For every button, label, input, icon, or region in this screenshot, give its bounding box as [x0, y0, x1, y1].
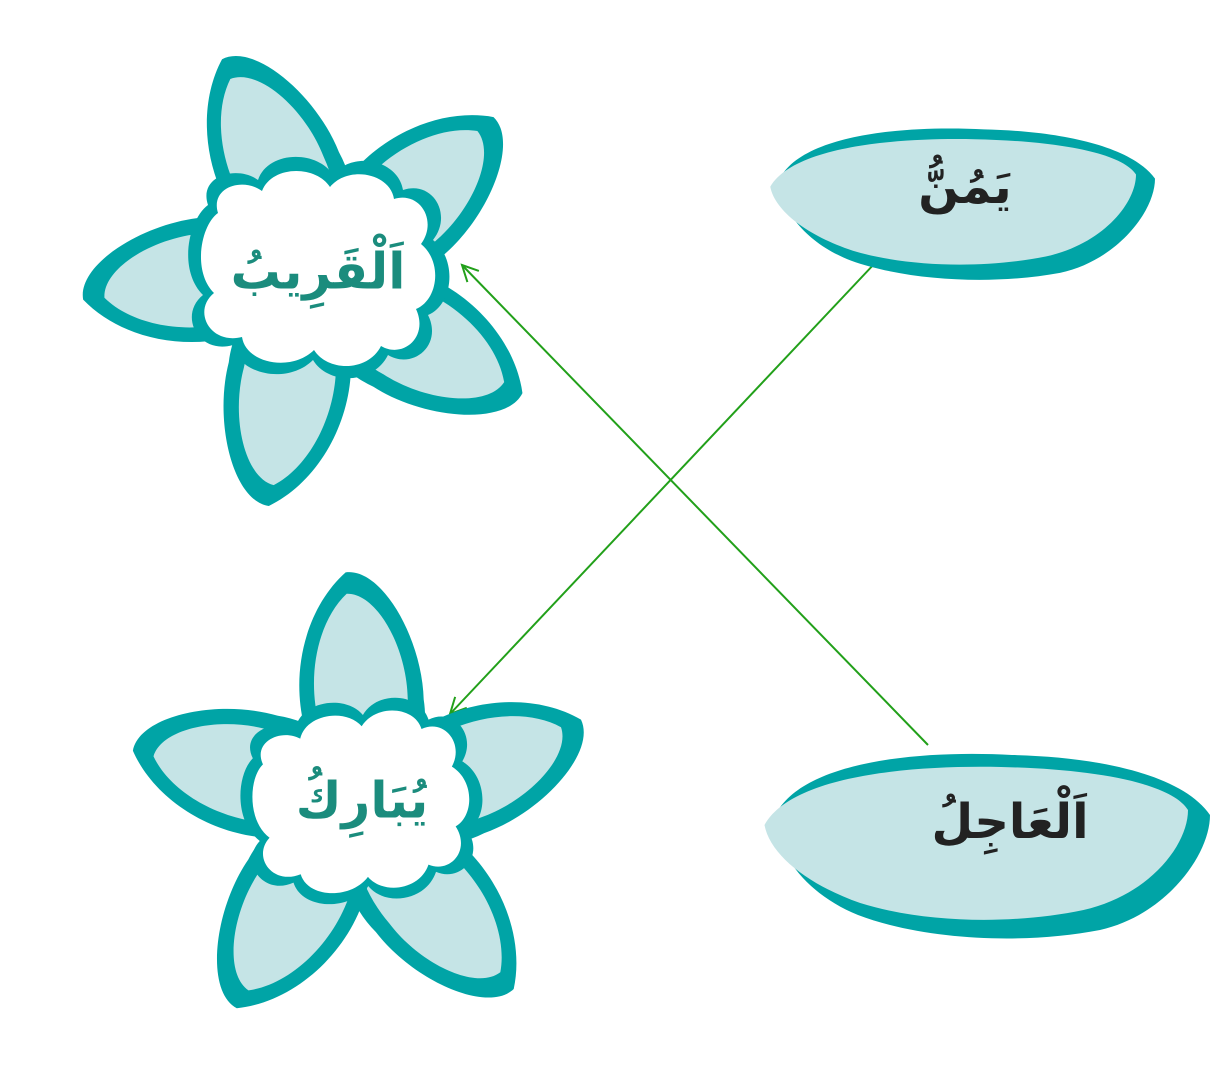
flower-bottom-word: يُبَارِكُ [296, 766, 429, 838]
arrow-top-leaf-to-bottom-flower [450, 262, 876, 714]
flower-bottom[interactable]: يُبَارِكُ [118, 567, 599, 1037]
leaf-bottom-word: اَلْعَاجِلُ [931, 785, 1088, 854]
connections-layer [450, 262, 928, 745]
arrow-bottom-leaf-to-top-flower [462, 265, 928, 745]
flower-top-word: اَلْقَرِيبُ [231, 233, 406, 309]
leaf-top-word: يَمُنُّ [918, 153, 1011, 215]
